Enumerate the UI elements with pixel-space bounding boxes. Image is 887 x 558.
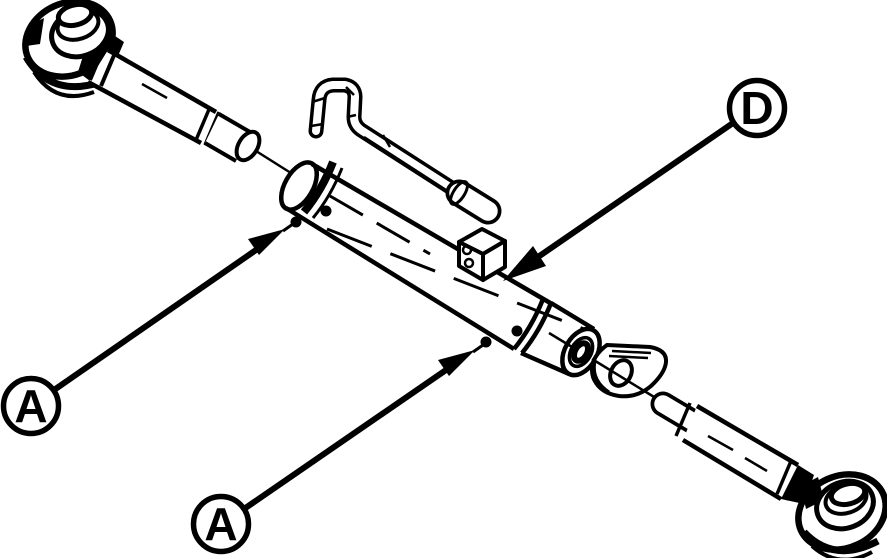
tube-highlight-line bbox=[363, 135, 461, 201]
shaft-body bbox=[88, 50, 216, 143]
grease-point-left bbox=[320, 205, 332, 217]
washer-slot-line bbox=[608, 354, 649, 360]
tube-segment-tick bbox=[310, 122, 324, 128]
ball-bore-hole bbox=[55, 1, 95, 29]
arrowhead-a-left bbox=[248, 229, 285, 255]
housing-stack-arc bbox=[810, 544, 873, 558]
tube-segment-tick bbox=[311, 96, 326, 104]
shaft-edge bbox=[106, 48, 218, 114]
upper-rod-end-ball-joint bbox=[22, 0, 303, 182]
ball-eye-housing bbox=[795, 471, 887, 553]
housing-stack-arc bbox=[22, 55, 99, 91]
barrel-band-line bbox=[311, 167, 344, 219]
neck-band bbox=[99, 52, 117, 87]
housing-shadow bbox=[26, 18, 44, 46]
arrow-ball-tip bbox=[480, 336, 492, 348]
neck-band bbox=[88, 46, 106, 81]
shaft-edge bbox=[86, 80, 203, 145]
leader-line-d bbox=[536, 120, 735, 260]
collar-edge bbox=[549, 301, 596, 331]
block-front-face bbox=[481, 239, 507, 282]
lower-rod-end-ball-joint bbox=[650, 391, 887, 558]
washer-slot-line bbox=[611, 349, 652, 355]
clamp-block bbox=[457, 227, 507, 282]
turnbuckle-barrel bbox=[278, 160, 602, 378]
axis-dash-line bbox=[329, 194, 431, 256]
shaft-edge bbox=[681, 438, 783, 501]
barrel-edge bbox=[310, 162, 554, 306]
housing-stack-arc bbox=[801, 529, 880, 555]
leader-line-a-left bbox=[52, 247, 258, 393]
collar-ring bbox=[512, 298, 546, 351]
shaft-edge bbox=[695, 404, 800, 467]
callout-circle-d bbox=[726, 77, 788, 139]
stub-edge bbox=[203, 141, 238, 163]
tube-segment-tick bbox=[346, 113, 357, 119]
barrel-band bbox=[300, 160, 337, 215]
arrowhead-d bbox=[503, 246, 546, 281]
block-hole bbox=[461, 244, 473, 256]
stub-end-cap bbox=[234, 129, 262, 163]
callout-circle-a-left bbox=[0, 375, 62, 437]
neck-band bbox=[775, 460, 793, 495]
center-line bbox=[548, 331, 578, 352]
highlight-dash bbox=[744, 456, 768, 473]
highlight-dash bbox=[707, 434, 734, 452]
tab-lock-washer bbox=[548, 331, 669, 402]
grease-point-right bbox=[511, 325, 523, 337]
locking-handle bbox=[308, 77, 502, 225]
barrel-edge bbox=[284, 206, 516, 351]
grip-joint-ring bbox=[449, 180, 469, 206]
stub-edge bbox=[217, 112, 252, 134]
tube-segment-tick bbox=[345, 86, 355, 96]
collar-ring bbox=[520, 302, 554, 355]
handle-tube-inner bbox=[312, 81, 485, 211]
callout-label-d: D bbox=[740, 82, 773, 134]
ball-bore-hole bbox=[828, 480, 868, 508]
arrowhead-a-bottom bbox=[438, 350, 475, 376]
callout-circle-a-bottom bbox=[190, 493, 252, 555]
thread-band bbox=[194, 106, 212, 141]
thread-band bbox=[674, 402, 692, 437]
center-line bbox=[591, 357, 660, 402]
callout-label-a-left: A bbox=[14, 380, 47, 432]
callout-leaders bbox=[52, 120, 735, 512]
collar-edge bbox=[520, 350, 570, 377]
block-hole bbox=[463, 257, 475, 269]
callout-label-a-bottom: A bbox=[204, 498, 237, 550]
barrel-body bbox=[286, 164, 552, 352]
washer-thickness-arc bbox=[592, 360, 610, 394]
callout-balloons: A A D bbox=[0, 77, 788, 555]
arrow-needle bbox=[472, 343, 484, 354]
housing-stack-arc bbox=[32, 70, 95, 98]
tube-segment-tick bbox=[381, 134, 392, 148]
shaft-body bbox=[683, 406, 798, 499]
arrow-needle bbox=[282, 222, 294, 233]
leader-line-a-bottom bbox=[242, 367, 448, 512]
highlight-dash bbox=[141, 82, 168, 100]
arrow-ball-tip bbox=[290, 216, 302, 228]
